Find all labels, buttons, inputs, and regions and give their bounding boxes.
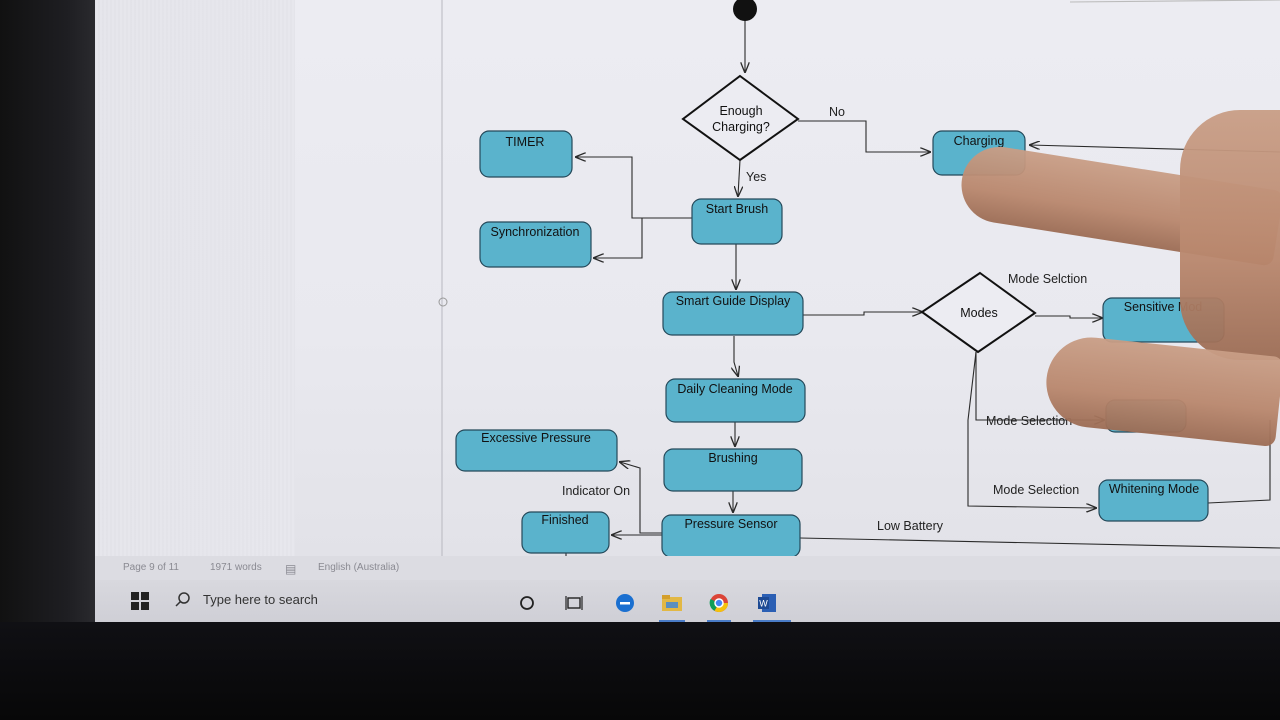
start-node [733,0,757,21]
node-timer-label: TIMER [506,135,545,149]
file-explorer-icon[interactable] [661,594,683,612]
chrome-icon[interactable] [709,593,729,613]
node-start-brush[interactable]: Start Brush [691,198,783,245]
edge-to-timer [576,157,692,219]
node-pressure-sensor-label: Pressure Sensor [684,517,777,531]
decision-modes-label: Modes [960,306,998,320]
node-timer[interactable]: TIMER [479,130,573,178]
node-daily-cleaning-label: Daily Cleaning Mode [677,382,792,396]
edge-whitening-return [1207,420,1271,504]
node-finished[interactable]: Finished [521,511,610,554]
monitor-bezel-left [0,0,95,640]
edge-labels: No Yes Mode Selction Mode Selection Mode… [562,105,1087,533]
node-brushing-label: Brushing [708,451,757,465]
hand-palm [1180,110,1280,360]
decision-modes[interactable]: Modes [920,271,1037,354]
monitor-bezel-bottom [0,622,1280,720]
top-rule [1069,0,1280,3]
node-pressure-sensor[interactable]: Pressure Sensor [661,514,801,558]
edge-to-excessive-pressure [620,462,662,534]
node-smart-guide-label: Smart Guide Display [676,294,791,308]
proofing-icon[interactable]: ▤ [285,562,297,576]
cortana-icon[interactable] [519,595,535,611]
node-smart-guide-display[interactable]: Smart Guide Display [662,291,804,336]
edge-yes-to-start-brush [738,159,740,196]
node-finished-label: Finished [541,513,588,527]
connectors [565,0,1280,565]
edge-to-sensitive [1035,316,1102,318]
task-view-icon[interactable] [565,595,583,611]
edge-to-whitening [967,351,1096,508]
node-start-brush-label: Start Brush [706,202,769,216]
edge-to-mid-mode [975,352,1104,420]
edge-no-to-charging [798,120,930,152]
word-active-indicator [753,620,791,622]
word-icon[interactable]: W [757,593,777,613]
label-no: No [829,105,845,119]
decision-enough-charging[interactable]: Enough Charging? [681,74,800,162]
label-mode-selection-mid: Mode Selection [986,414,1072,428]
search-placeholder: Type here to search [203,592,318,607]
node-charging-label: Charging [954,134,1005,148]
document-margin [95,0,295,560]
node-excessive-pressure[interactable]: Excessive Pressure [455,429,618,472]
label-mode-selection-bottom: Mode Selection [993,483,1079,497]
language-indicator[interactable]: English (Australia) [318,562,400,573]
explorer-active-indicator [659,620,685,622]
label-mode-selection-top: Mode Selction [1008,272,1087,286]
taskbar-search-box[interactable]: Type here to search [175,580,505,622]
decision-label-line1: Enough [719,104,762,118]
decision-label-line2: Charging? [712,120,770,134]
edge-to-modes [803,312,922,315]
windows-taskbar: Type here to search [95,580,1280,622]
word-status-bar: Page 9 of 11 1971 words ▤ English (Austr… [95,556,1280,580]
edge-to-daily-cleaning [734,336,738,376]
page-count[interactable]: Page 9 of 11 [123,562,179,573]
node-daily-cleaning-mode[interactable]: Daily Cleaning Mode [665,378,806,423]
edge-low-battery [799,537,1280,549]
label-yes: Yes [746,170,766,184]
node-whitening-mode-label: Whitening Mode [1109,482,1199,496]
label-indicator-on: Indicator On [562,484,630,498]
search-icon [175,592,190,607]
node-whitening-mode[interactable]: Whitening Mode [1098,479,1209,522]
node-synchronization[interactable]: Synchronization [479,221,592,268]
word-count[interactable]: 1971 words [210,562,262,573]
resize-handle[interactable] [438,297,448,307]
node-excessive-pressure-label: Excessive Pressure [481,431,591,445]
edge-to-synchronization [594,217,692,258]
node-synchronization-label: Synchronization [491,225,580,239]
edge-browser-icon[interactable] [615,593,635,613]
chrome-active-indicator [707,620,731,622]
label-low-battery: Low Battery [877,519,944,533]
svg-text:W: W [759,599,768,609]
windows-start-icon[interactable] [131,592,149,610]
node-brushing[interactable]: Brushing [663,448,803,492]
